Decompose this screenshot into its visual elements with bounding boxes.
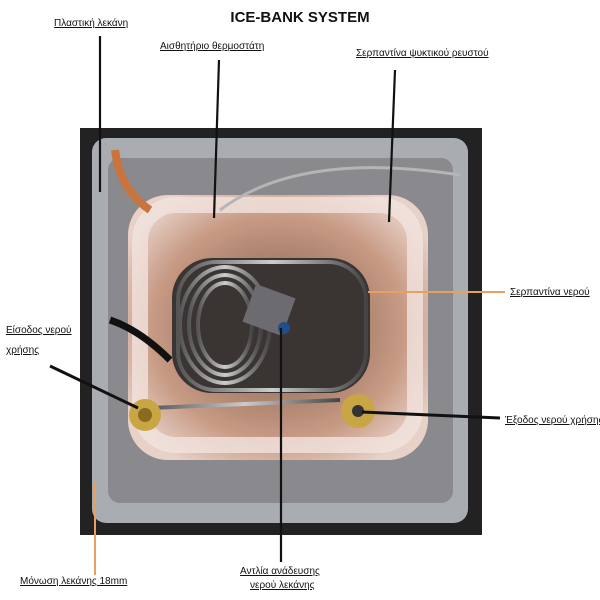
label-water-inlet-1: Είσοδος νερού xyxy=(6,325,72,336)
label-plastic-basin: Πλαστική λεκάνη xyxy=(54,18,129,29)
label-water-outlet: Έξοδος νερού χρήσης xyxy=(505,415,600,426)
label-water-coil: Σερπαντίνα νερού xyxy=(510,287,590,298)
leader-water-inlet xyxy=(49,364,139,410)
diagram-title: ICE-BANK SYSTEM xyxy=(230,9,370,26)
leader-refrigerant-coil xyxy=(387,69,397,223)
label-basin-insulation: Μόνωση λεκάνης 18mm xyxy=(20,576,128,587)
label-water-inlet-2: χρήσης xyxy=(6,345,40,356)
label-thermostat-sensor: Αισθητήριο θερμοστάτη xyxy=(160,41,265,52)
label-refrigerant-coil: Σερπαντίνα ψυκτικού ρευστού xyxy=(356,48,489,59)
leader-thermostat-sensor xyxy=(212,59,221,219)
label-pump-2: νερού λεκάνης xyxy=(250,580,315,591)
leader-water-outlet xyxy=(361,410,501,420)
label-pump-1: Αντλία ανάδευσης xyxy=(240,566,320,577)
